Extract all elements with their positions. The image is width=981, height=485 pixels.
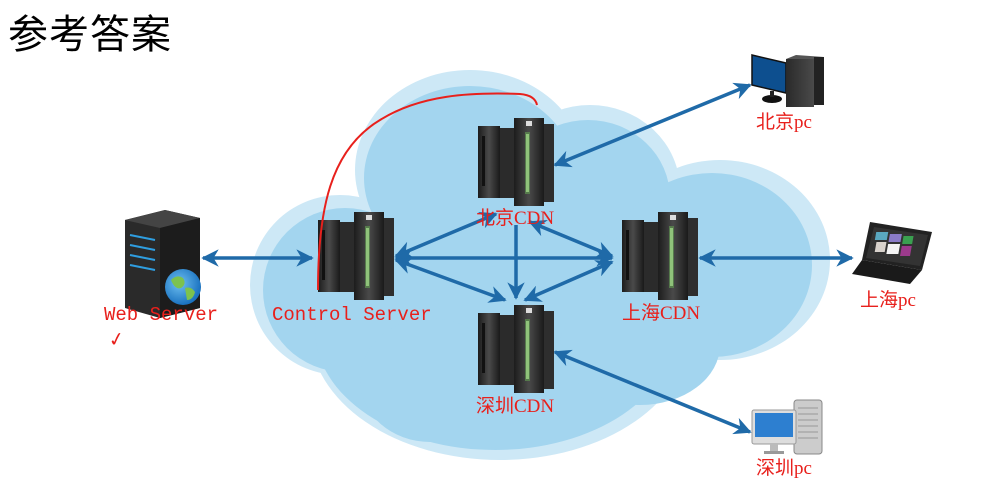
shenzhen-cdn-rack-icon[interactable] <box>478 305 554 393</box>
shanghai-cdn-label: 上海CDN <box>622 303 701 324</box>
control-server-rack-icon[interactable] <box>318 212 394 300</box>
edge-beijing-shanghai <box>528 219 614 259</box>
beijing-cdn-rack-icon[interactable] <box>478 118 554 206</box>
desktop-pc-icon[interactable] <box>751 54 824 107</box>
web-server-label: Web Server <box>104 304 219 326</box>
laptop-icon[interactable] <box>852 222 932 284</box>
shenzhen-cdn-label: 深圳CDN <box>476 396 555 417</box>
control-server-label: Control Server <box>272 304 432 326</box>
edge-beijing-pc <box>553 82 752 168</box>
shanghai-cdn-rack-icon[interactable] <box>622 212 698 300</box>
imac-pc-icon[interactable] <box>751 399 823 455</box>
edge-control-beijing <box>394 212 498 258</box>
edge-control-shenzhen <box>394 257 507 303</box>
beijing-cdn-label: 北京CDN <box>476 208 555 229</box>
web-server-globe-icon[interactable] <box>125 210 201 318</box>
edge-shanghai-shenzhen <box>523 260 614 302</box>
edge-shenzhen-pc <box>553 349 752 435</box>
page-title: 参考答案 <box>8 12 172 58</box>
shanghai-pc-label: 上海pc <box>860 290 916 311</box>
red-annotation-arc <box>317 92 538 291</box>
beijing-pc-label: 北京pc <box>756 112 812 133</box>
shenzhen-pc-label: 深圳pc <box>756 458 812 479</box>
